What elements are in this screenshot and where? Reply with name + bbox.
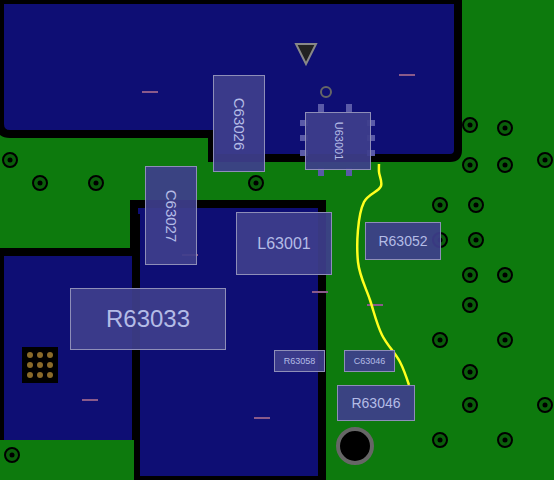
header-pin — [37, 362, 43, 368]
via — [89, 176, 103, 190]
capacitor-footprint: C63027 — [145, 166, 197, 265]
via — [498, 333, 512, 347]
silk-mark — [82, 399, 98, 401]
header-pin — [47, 372, 53, 378]
reference-designator: R63046 — [351, 396, 400, 410]
reference-designator: L63001 — [257, 236, 310, 252]
reference-designator: R63058 — [284, 357, 316, 366]
via-drill — [474, 203, 479, 208]
reference-designator: R63052 — [378, 234, 427, 248]
via-drill — [474, 238, 479, 243]
capacitor-footprint: C63046 — [344, 350, 395, 372]
silk-mark — [367, 304, 383, 306]
capacitor-footprint: C63026 — [213, 75, 265, 172]
silk-mark — [254, 417, 270, 419]
resistor-footprint: R63052 — [365, 222, 441, 260]
via-drill — [94, 181, 99, 186]
silk-mark — [142, 91, 158, 93]
resistor-footprint: R63058 — [274, 350, 325, 372]
via — [463, 158, 477, 172]
resistor-footprint: R63046 — [337, 385, 415, 421]
via — [463, 118, 477, 132]
via-drill — [503, 438, 508, 443]
via-drill — [503, 273, 508, 278]
header-pin — [37, 372, 43, 378]
header-pin — [47, 352, 53, 358]
reference-designator: C63026 — [232, 97, 247, 150]
via — [5, 448, 19, 462]
header-pin — [27, 362, 33, 368]
via-drill — [468, 273, 473, 278]
silk-mark — [399, 74, 415, 76]
via-drill — [543, 158, 548, 163]
header-pin — [27, 352, 33, 358]
mounting-hole — [338, 429, 372, 463]
ic-footprint: U63001 — [305, 112, 371, 170]
resistor-footprint: R63033 — [70, 288, 226, 350]
via-drill — [254, 181, 259, 186]
via — [463, 268, 477, 282]
via-drill — [503, 163, 508, 168]
via — [249, 176, 263, 190]
via-drill — [10, 453, 15, 458]
via-drill — [438, 203, 443, 208]
via — [498, 268, 512, 282]
via — [498, 121, 512, 135]
via — [463, 398, 477, 412]
via-drill — [438, 438, 443, 443]
header-pin — [47, 362, 53, 368]
via — [498, 433, 512, 447]
via — [321, 87, 331, 97]
reference-designator: C63046 — [354, 357, 386, 366]
header-pin — [27, 372, 33, 378]
via — [469, 233, 483, 247]
ic-pin — [346, 104, 352, 112]
via-drill — [543, 403, 548, 408]
via — [33, 176, 47, 190]
via-drill — [503, 126, 508, 131]
via — [463, 365, 477, 379]
header-footprint — [22, 347, 58, 383]
reference-designator: C63027 — [164, 189, 179, 242]
ic-pin — [318, 104, 324, 112]
via-drill — [468, 403, 473, 408]
via — [469, 198, 483, 212]
via-drill — [503, 338, 508, 343]
via-drill — [438, 338, 443, 343]
via — [3, 153, 17, 167]
via-drill — [8, 158, 13, 163]
inductor-footprint: L63001 — [236, 212, 332, 275]
silk-mark — [312, 291, 328, 293]
via-drill — [468, 303, 473, 308]
via — [433, 333, 447, 347]
via — [538, 398, 552, 412]
reference-designator: U63001 — [333, 122, 344, 161]
via-drill — [468, 123, 473, 128]
via — [498, 158, 512, 172]
via-drill — [468, 370, 473, 375]
reference-designator: R63033 — [106, 307, 190, 331]
via — [433, 433, 447, 447]
header-pin — [37, 352, 43, 358]
pin1-marker — [296, 44, 316, 64]
via — [463, 298, 477, 312]
via — [538, 153, 552, 167]
via-drill — [38, 181, 43, 186]
ground-plane — [0, 440, 134, 480]
via — [433, 198, 447, 212]
via-drill — [468, 163, 473, 168]
